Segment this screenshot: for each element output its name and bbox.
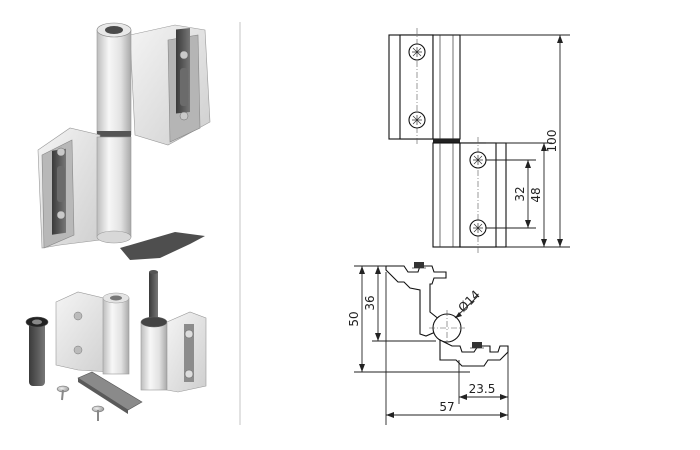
dimension-pin-diameter: Ø14 xyxy=(455,287,482,314)
dimension-offset-23-5: 23.5 xyxy=(469,382,496,396)
dimension-screw-span-48: 48 xyxy=(529,187,543,202)
dimension-hole-spacing-32: 32 xyxy=(513,186,527,201)
hinge-assembled-render xyxy=(37,22,211,260)
dimension-overall-width-57: 57 xyxy=(439,400,454,414)
dimension-overall-height-50: 50 xyxy=(347,311,361,326)
front-view-drawing: 100 48 32 xyxy=(388,28,570,253)
hinge-exploded-render xyxy=(25,270,207,421)
dimension-upper-height-36: 36 xyxy=(363,295,377,310)
dimension-height-100: 100 xyxy=(545,130,559,153)
section-view-drawing: Ø14 50 36 23.5 57 xyxy=(347,262,509,425)
